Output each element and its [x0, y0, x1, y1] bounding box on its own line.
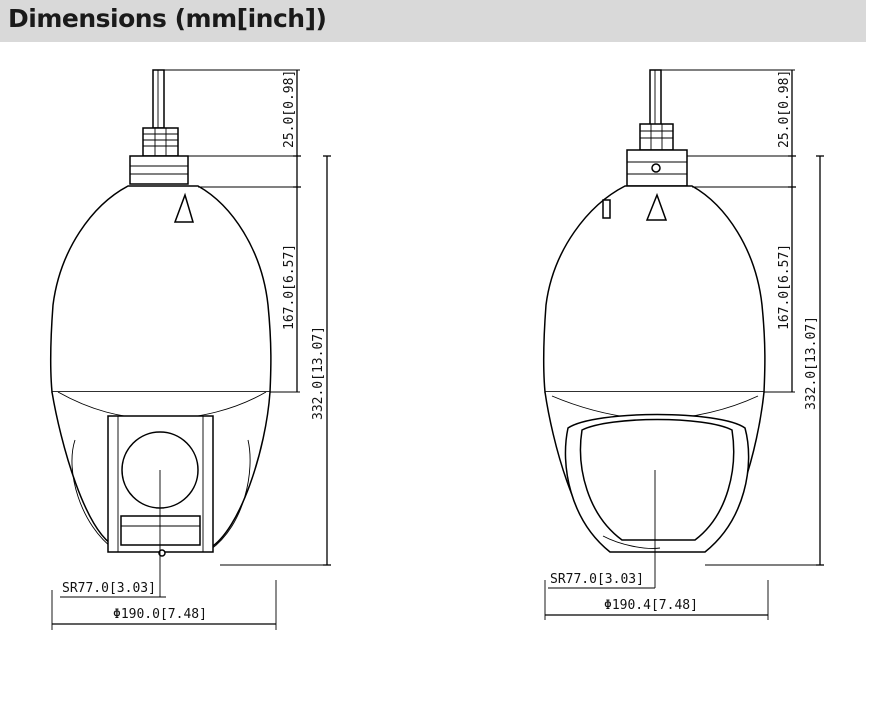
left-dim-diameter: Φ190.0[7.48]	[113, 607, 207, 622]
right-dome-inner	[579, 418, 735, 541]
right-dim-housing: 167.0[6.57]	[777, 244, 792, 330]
left-housing	[49, 185, 272, 393]
left-dim-housing: 167.0[6.57]	[282, 244, 297, 330]
section-header: Dimensions (mm[inch])	[0, 0, 866, 42]
right-dim-diameter: Φ190.4[7.48]	[604, 598, 698, 613]
left-cable	[152, 69, 165, 129]
left-collar	[129, 155, 189, 185]
right-dim-cable: 25.0[0.98]	[777, 70, 792, 148]
right-camera-view: 25.0[0.98] 167.0[6.57] 332.0[13.07] SR77…	[542, 69, 824, 620]
section-title: Dimensions (mm[inch])	[8, 4, 327, 33]
right-cable	[649, 69, 662, 129]
left-ir-window	[120, 515, 201, 546]
left-camera-view: 25.0[0.98] 167.0[6.57] 332.0[13.07] SR77…	[49, 69, 331, 630]
right-cable-gland	[639, 123, 674, 151]
left-vent	[173, 192, 195, 223]
right-collar	[626, 149, 688, 187]
left-dim-radius: SR77.0[3.03]	[62, 581, 156, 596]
right-dim-radius: SR77.0[3.03]	[550, 572, 644, 587]
right-vent	[645, 192, 668, 221]
left-dim-total: 332.0[13.07]	[311, 326, 326, 420]
right-dim-total: 332.0[13.07]	[804, 316, 819, 410]
left-dim-cable: 25.0[0.98]	[282, 70, 297, 148]
left-cable-gland	[142, 127, 179, 157]
